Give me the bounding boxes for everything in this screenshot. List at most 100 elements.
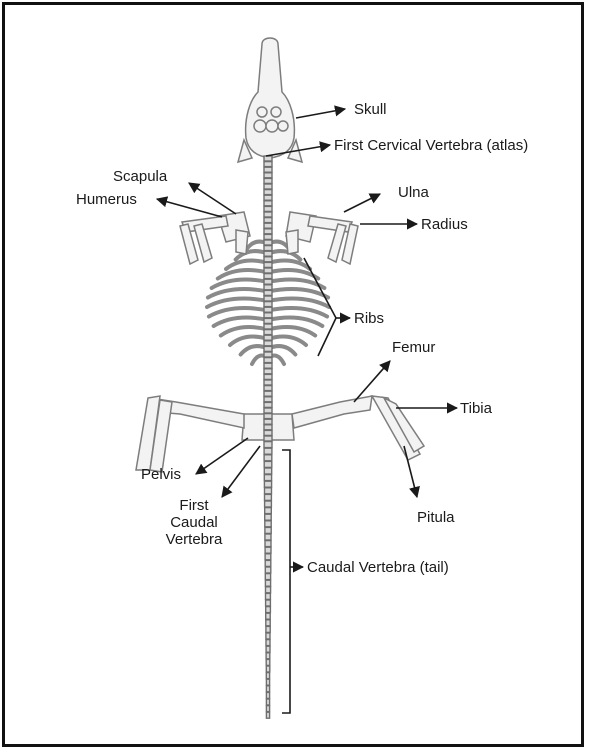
vertebra xyxy=(266,587,271,593)
vertebra xyxy=(266,653,270,659)
vertebra xyxy=(264,274,272,279)
vertebra xyxy=(266,640,270,646)
label-humerus: Humerus xyxy=(76,191,137,208)
vertebra xyxy=(266,613,271,619)
vertebra xyxy=(264,173,272,178)
rib xyxy=(218,270,268,278)
vertebra xyxy=(264,402,272,407)
rib xyxy=(208,289,268,297)
rib xyxy=(226,261,268,269)
vertebra xyxy=(264,156,272,161)
vertebra xyxy=(264,201,272,206)
vertebra xyxy=(264,380,272,385)
rib xyxy=(268,299,329,307)
rib xyxy=(268,327,315,335)
vertebra xyxy=(264,184,272,189)
vertebra xyxy=(264,279,272,284)
vertebra xyxy=(266,593,271,599)
label-radius: Radius xyxy=(421,216,468,233)
label-first-caudal-line-1: First xyxy=(152,497,236,514)
vertebra xyxy=(264,229,272,234)
rib xyxy=(207,299,268,307)
vertebra xyxy=(265,574,270,580)
vertebra xyxy=(264,448,272,454)
vertebra xyxy=(264,318,272,323)
vertebra xyxy=(264,374,272,379)
vertebra xyxy=(266,620,270,626)
label-ulna: Ulna xyxy=(398,184,429,201)
vertebra xyxy=(265,567,271,573)
vertebra xyxy=(264,455,272,461)
vertebra xyxy=(264,195,272,200)
vertebra xyxy=(264,386,272,391)
label-first-caudal-line-2: Caudal xyxy=(152,514,236,531)
vertebra xyxy=(266,633,270,639)
vertebra xyxy=(264,461,272,467)
vertebra xyxy=(264,206,272,211)
vertebral-column xyxy=(264,156,272,718)
label-tibia: Tibia xyxy=(460,400,492,417)
vertebra xyxy=(264,397,272,402)
vertebra xyxy=(264,302,272,307)
vertebra xyxy=(266,626,270,632)
vertebra xyxy=(264,391,272,396)
vertebra xyxy=(264,346,272,351)
vertebra xyxy=(264,425,272,430)
vertebra xyxy=(264,257,272,262)
vertebra xyxy=(264,430,272,435)
vertebra xyxy=(266,600,271,606)
vertebra xyxy=(266,706,269,712)
vertebra xyxy=(265,494,272,500)
humerus-arrow xyxy=(157,199,222,217)
vertebra xyxy=(266,692,269,698)
vertebra xyxy=(264,246,272,251)
vertebra xyxy=(265,488,272,494)
vertebra xyxy=(266,699,269,705)
label-skull: Skull xyxy=(354,101,387,118)
vertebra xyxy=(264,468,271,474)
vertebra xyxy=(264,162,272,167)
vertebra xyxy=(266,659,270,665)
vertebra xyxy=(264,414,272,419)
vertebra xyxy=(265,534,271,540)
vertebra xyxy=(264,419,272,424)
vertebra xyxy=(264,481,271,487)
vertebra xyxy=(266,686,269,692)
label-first-caudal-line-3: Vertebra xyxy=(152,531,236,548)
vertebra xyxy=(265,514,272,520)
vertebra xyxy=(264,268,272,273)
vertebra xyxy=(264,296,272,301)
label-scapula: Scapula xyxy=(113,168,167,185)
vertebra xyxy=(264,212,272,217)
vertebra xyxy=(264,307,272,312)
vertebra xyxy=(264,262,272,267)
vertebra xyxy=(266,666,270,672)
skull-arrow xyxy=(296,109,345,118)
vertebra xyxy=(264,330,272,335)
vertebra xyxy=(266,607,271,613)
vertebra xyxy=(265,560,271,566)
vertebra xyxy=(265,521,271,527)
rib xyxy=(221,327,268,335)
vertebra xyxy=(264,240,272,245)
vertebra xyxy=(266,679,269,685)
rib xyxy=(268,308,327,316)
vertebra xyxy=(265,554,271,560)
vertebra xyxy=(264,324,272,329)
rib xyxy=(230,337,268,345)
vertebra xyxy=(265,541,271,547)
label-ribs: Ribs xyxy=(354,310,384,327)
vertebra xyxy=(264,218,272,223)
label-first-caudal-vertebra: First Caudal Vertebra xyxy=(152,497,236,548)
skull-bone xyxy=(238,38,302,162)
vertebra xyxy=(265,547,271,553)
vertebra xyxy=(266,673,269,679)
vertebra xyxy=(264,313,272,318)
vertebra xyxy=(264,178,272,183)
label-caudal-tail: Caudal Vertebra (tail) xyxy=(307,559,449,576)
hindlimbs xyxy=(136,396,424,472)
vertebra xyxy=(264,408,272,413)
vertebra xyxy=(264,290,272,295)
rib xyxy=(268,337,306,345)
vertebra xyxy=(265,508,272,514)
